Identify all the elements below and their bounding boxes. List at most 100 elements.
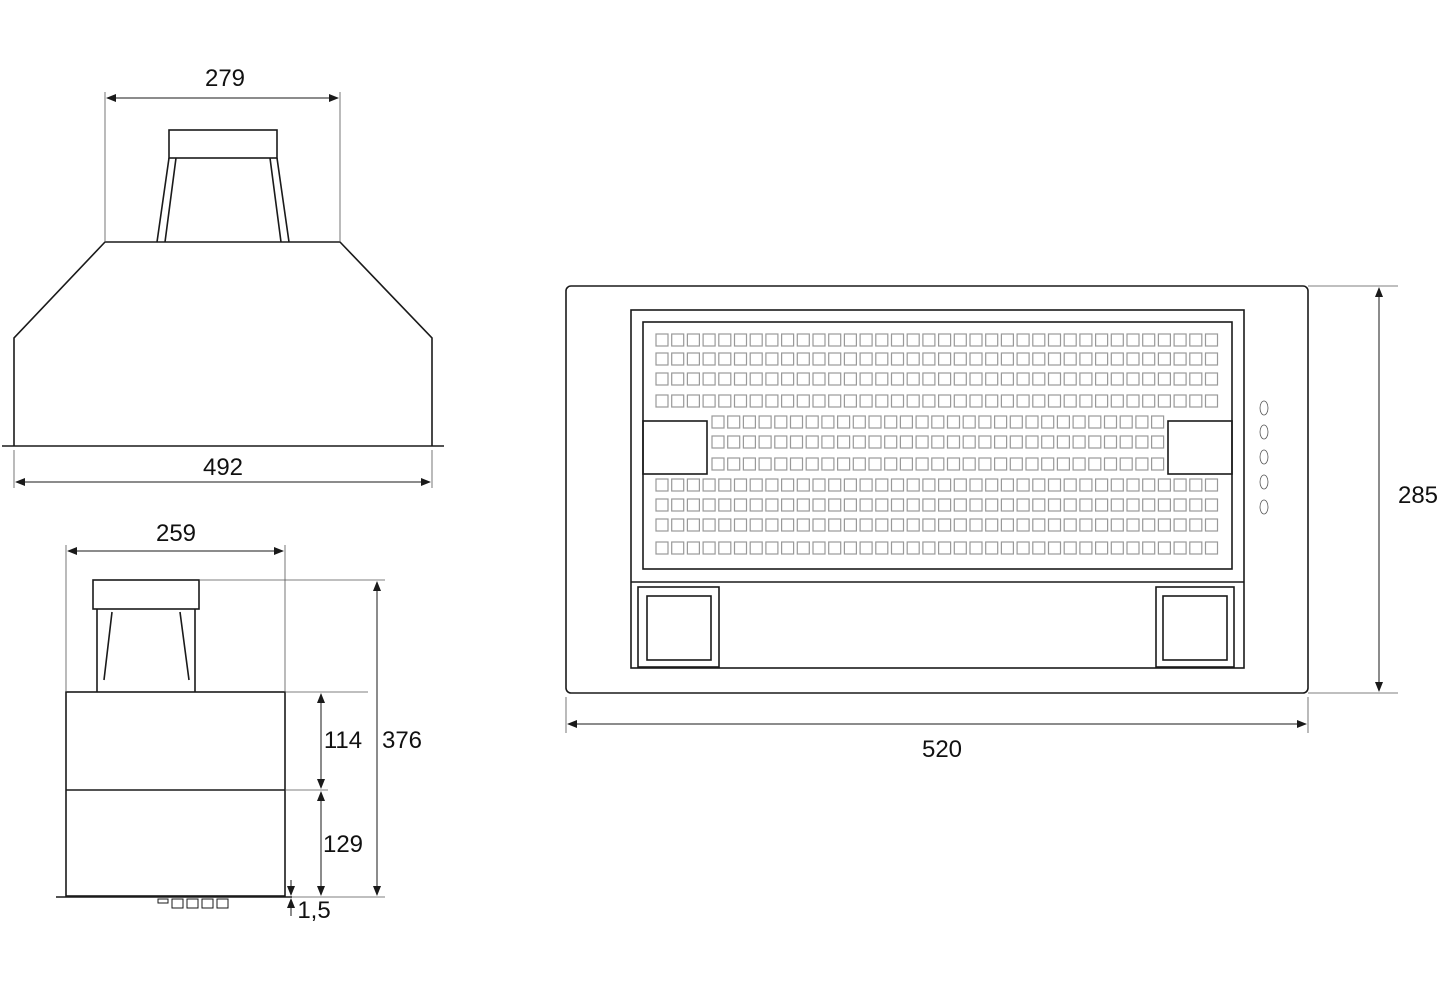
filter-cell bbox=[765, 333, 779, 347]
filter-cell bbox=[906, 478, 920, 492]
filter-cell bbox=[1079, 541, 1093, 555]
filter-cell bbox=[1016, 541, 1030, 555]
filter-cell bbox=[859, 541, 873, 555]
filter-cell bbox=[727, 457, 741, 471]
filter-cell bbox=[1016, 333, 1030, 347]
filter-cell bbox=[1157, 372, 1172, 386]
filter-cell bbox=[1032, 541, 1046, 555]
filter-cell bbox=[937, 333, 952, 347]
filter-cell bbox=[1142, 333, 1156, 347]
filter-cell bbox=[1047, 498, 1062, 512]
filter-cell bbox=[953, 478, 967, 492]
filter-cell bbox=[1110, 518, 1124, 532]
filter-cell bbox=[774, 415, 788, 429]
filter-cell bbox=[1079, 372, 1093, 386]
filter-cell bbox=[875, 518, 889, 532]
filter-cell bbox=[1009, 435, 1023, 449]
filter-cell bbox=[702, 352, 716, 366]
filter-cell bbox=[1204, 541, 1219, 555]
filter-cell bbox=[1009, 457, 1023, 471]
filter-cell bbox=[1135, 457, 1149, 471]
filter-cell bbox=[978, 435, 992, 449]
filter-cell bbox=[937, 478, 952, 492]
filter-cell bbox=[875, 478, 889, 492]
filter-cell bbox=[742, 457, 757, 471]
control-button[interactable] bbox=[1259, 424, 1269, 440]
filter-cell bbox=[671, 394, 685, 408]
filter-cell bbox=[1094, 498, 1109, 512]
control-button[interactable] bbox=[1259, 449, 1269, 465]
filter-cell bbox=[1041, 457, 1055, 471]
filter-cell bbox=[774, 457, 788, 471]
filter-cell bbox=[962, 435, 976, 449]
right-light bbox=[1167, 420, 1233, 475]
filter-cell bbox=[843, 478, 858, 492]
control-button[interactable] bbox=[1259, 499, 1269, 515]
filter-cell bbox=[1000, 498, 1015, 512]
filter-cell bbox=[906, 333, 920, 347]
filter-cell bbox=[1157, 541, 1172, 555]
filter-cell bbox=[875, 352, 889, 366]
filter-cell bbox=[884, 415, 898, 429]
filter-cell bbox=[993, 415, 1008, 429]
filter-cell bbox=[702, 541, 716, 555]
filter-cell bbox=[1063, 394, 1077, 408]
filter-cell bbox=[985, 394, 999, 408]
filter-cell bbox=[922, 498, 936, 512]
filter-cell bbox=[796, 372, 810, 386]
dim-label-279: 279 bbox=[205, 65, 245, 92]
filter-cell bbox=[774, 435, 788, 449]
filter-cell bbox=[796, 333, 810, 347]
filter-cell bbox=[859, 394, 873, 408]
filter-cell bbox=[1000, 478, 1015, 492]
filter-cell bbox=[780, 394, 795, 408]
control-button[interactable] bbox=[1259, 474, 1269, 490]
filter-cell bbox=[812, 478, 826, 492]
filter-cell bbox=[1204, 478, 1219, 492]
filter-cell bbox=[1016, 518, 1030, 532]
filter-cell bbox=[733, 518, 748, 532]
left-light bbox=[642, 420, 708, 475]
filter-cell bbox=[884, 435, 898, 449]
dim-label-129: 129 bbox=[323, 831, 363, 858]
filter-cell bbox=[1189, 518, 1203, 532]
filter-cell bbox=[1150, 435, 1165, 449]
control-buttons bbox=[1259, 400, 1269, 515]
control-button[interactable] bbox=[1259, 400, 1269, 416]
filter-cell bbox=[890, 518, 905, 532]
filter-cell bbox=[758, 415, 772, 429]
filter-cell bbox=[1000, 333, 1015, 347]
filter-cell bbox=[899, 415, 914, 429]
filter-cell bbox=[953, 498, 967, 512]
filter-cell bbox=[1032, 372, 1046, 386]
filter-cell bbox=[805, 415, 819, 429]
filter-cell bbox=[836, 435, 851, 449]
filter-cell bbox=[931, 435, 945, 449]
filter-cell bbox=[828, 478, 842, 492]
filter-cell bbox=[1173, 541, 1187, 555]
filter-cell bbox=[1119, 415, 1133, 429]
filter-cell bbox=[868, 415, 882, 429]
filter-cell bbox=[828, 372, 842, 386]
filter-cell bbox=[796, 394, 810, 408]
filter-cell bbox=[812, 352, 826, 366]
filter-cell bbox=[1173, 333, 1187, 347]
filter-cell bbox=[711, 435, 725, 449]
filter-cell bbox=[890, 352, 905, 366]
filter-cell bbox=[749, 498, 763, 512]
filter-cell bbox=[765, 352, 779, 366]
filter-cell bbox=[1126, 372, 1140, 386]
dim-label-259: 259 bbox=[156, 520, 196, 547]
filter-cell bbox=[1047, 394, 1062, 408]
filter-cell bbox=[884, 457, 898, 471]
filter-cell bbox=[946, 457, 961, 471]
filter-cell bbox=[1157, 352, 1172, 366]
filter-cell bbox=[1204, 352, 1219, 366]
filter-cell bbox=[1032, 478, 1046, 492]
filter-cell bbox=[686, 498, 701, 512]
filter-cell bbox=[1110, 478, 1124, 492]
filter-cell bbox=[1025, 435, 1039, 449]
filter-cell bbox=[1110, 333, 1124, 347]
filter-cell bbox=[1119, 457, 1133, 471]
filter-cell bbox=[985, 498, 999, 512]
